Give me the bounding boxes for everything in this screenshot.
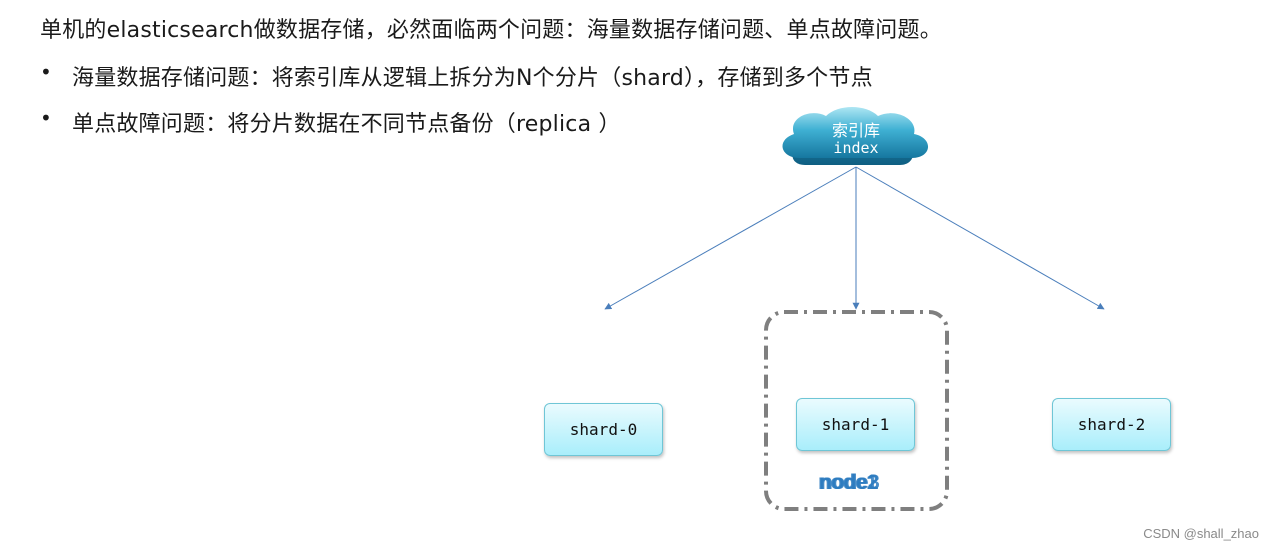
bullet-dot-1: • <box>40 60 52 84</box>
index-cloud-icon <box>782 107 929 165</box>
shard-box-2: shard-2 <box>1052 398 1171 451</box>
node-label-2: node2 <box>819 471 879 494</box>
arrow-to-shard-2 <box>855 166 1105 310</box>
arrow-to-shard-0 <box>604 166 857 310</box>
node-label-1: node1 <box>818 471 878 494</box>
bullet-text-shard: 海量数据存储问题：将索引库从逻辑上拆分为N个分片（shard），存储到多个节点 <box>72 66 873 91</box>
shard-box-0: shard-0 <box>544 403 663 456</box>
node-label-3: node3 <box>820 471 880 494</box>
watermark: CSDN @shall_zhao <box>1143 526 1259 541</box>
shard-box-1: shard-1 <box>796 398 915 451</box>
index-cloud-subtitle: index <box>833 139 879 157</box>
intro-text: 单机的elasticsearch做数据存储，必然面临两个问题：海量数据存储问题、… <box>40 18 942 43</box>
index-cloud-title: 索引库 <box>831 121 880 140</box>
node-boundary <box>764 310 949 511</box>
bullet-dot-2: • <box>40 106 52 130</box>
bullet-text-replica: 单点故障问题：将分片数据在不同节点备份（replica ） <box>72 112 621 137</box>
